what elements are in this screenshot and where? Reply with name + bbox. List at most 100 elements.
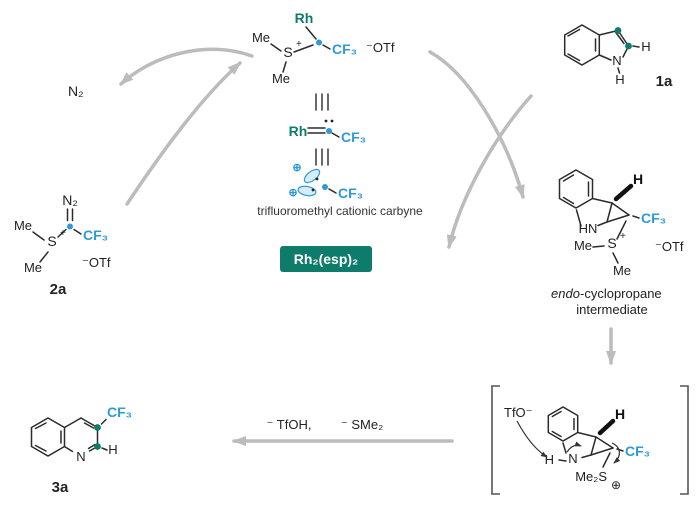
- cycle-arrow-to-cyclopropane: [428, 50, 525, 199]
- plus-charge: +: [60, 228, 66, 239]
- double-bond-line: [34, 444, 47, 452]
- structure-bracketed-intermediate: TfO⁻ N H H CF₃ Me₂S ⊕: [491, 385, 689, 495]
- c2-position-dot: [94, 443, 101, 450]
- bond-c-s: [616, 220, 627, 240]
- c3-position-dot: [94, 424, 101, 431]
- ring-bond: [575, 209, 582, 227]
- pyrrole-bond: [598, 54, 612, 61]
- resonance-triple-bars-bottom: [315, 148, 329, 166]
- diazo-n2-label: N₂: [62, 192, 78, 208]
- benzene-ring: [30, 417, 66, 457]
- sulfur-label: S: [283, 44, 292, 60]
- otf-counterion-label: ⁻OTf: [82, 255, 111, 270]
- bond-c-s: [602, 452, 611, 468]
- plus-charge: +: [620, 231, 626, 242]
- c3-position-dot: [614, 27, 622, 34]
- sulfur-label: S: [607, 235, 616, 251]
- mechanism-arrow-n-to-ring: [566, 441, 582, 453]
- endo-caption-italic: endo: [551, 286, 580, 301]
- ring-bond: [597, 221, 608, 227]
- released-n2-label: N₂: [68, 83, 84, 99]
- me-bottom-label: Me: [272, 71, 290, 86]
- wedge-bond-h: [613, 183, 634, 202]
- c2-hydrogen-label: H: [641, 39, 650, 54]
- me-left-label: Me: [574, 238, 592, 253]
- c2-hydrogen-label: H: [108, 442, 117, 457]
- bond-s-c: [293, 44, 314, 53]
- sulfur-label: S: [47, 233, 56, 249]
- bond-me-s: [270, 43, 282, 52]
- electron-dot: [330, 119, 334, 123]
- cycle-arrow-2a-entry: [125, 61, 242, 206]
- pyridine-bond: [63, 417, 82, 429]
- double-bond-line: [562, 196, 575, 205]
- bond-s-me: [612, 252, 619, 264]
- structure-endo-cyclopropane: HN H CF₃ S + Me Me ⁻OTf endo -cyclopropa…: [551, 169, 684, 317]
- ylide-carbon-dot: [316, 39, 322, 46]
- wedge-hydrogen-label: H: [615, 406, 625, 422]
- cyclopropane-bond: [611, 202, 630, 216]
- cf3-label: CF₃: [83, 227, 108, 243]
- bond-s-me: [39, 251, 49, 263]
- otf-counterion-label: ⁻OTf: [655, 239, 684, 254]
- double-bond-line: [562, 174, 575, 182]
- arrow-label-minus-sme2: ⁻ SMe₂: [341, 417, 383, 432]
- structure-rh-carbene: Rh CF₃: [289, 119, 366, 145]
- catalyst-label: Rh₂(esp)₂: [294, 251, 359, 267]
- cycle-arrow-1a-entry: [446, 94, 533, 249]
- me2s-label: Me₂S: [575, 469, 607, 484]
- cyclopropane-bond: [590, 447, 614, 456]
- compound-1a-label: 1a: [656, 73, 673, 90]
- circled-plus-charge: ⊕: [292, 162, 301, 174]
- compound-3a-label: 3a: [52, 479, 69, 496]
- double-bond-line: [87, 443, 96, 450]
- benzene-ring: [558, 169, 594, 209]
- bond-c3-cf3: [100, 418, 107, 425]
- resonance-triple-bars-top: [315, 93, 329, 111]
- double-bond-line: [567, 53, 581, 62]
- bond-n-h: [617, 67, 621, 74]
- electron-dot: [315, 177, 319, 181]
- tfo-anion-label: TfO⁻: [504, 405, 533, 420]
- double-bond-line: [83, 422, 95, 429]
- bond-c-cf3: [322, 44, 331, 50]
- cf3-label: CF₃: [641, 210, 666, 226]
- bond-h-n: [558, 459, 567, 462]
- bond-c-cf3: [632, 215, 640, 219]
- endo-caption-line2: intermediate: [576, 302, 648, 317]
- cf3-label: CF₃: [338, 185, 363, 201]
- mechanism-arrow-cs-to-s: [611, 442, 621, 464]
- ring-bond: [576, 431, 597, 438]
- mechanism-arrow-tfo-to-h: [516, 420, 548, 458]
- nitrogen-label: N: [76, 449, 85, 464]
- structure-1a-indole: N H H 1a: [563, 24, 673, 90]
- ring-bond: [581, 454, 592, 459]
- electron-dot: [324, 119, 328, 123]
- pyridine-bond: [63, 445, 74, 453]
- nh-hydrogen-label: H: [545, 452, 554, 467]
- double-bond-line: [34, 422, 47, 430]
- rh-label: Rh: [289, 123, 308, 139]
- catalytic-cycle-arrows: [119, 47, 616, 446]
- bond-c-cf3: [328, 188, 337, 194]
- bond-c-cf3: [616, 448, 624, 452]
- compound-2a-label: 2a: [50, 281, 67, 298]
- orbital-lobe: [303, 168, 321, 184]
- nitrogen-label: N: [612, 53, 621, 68]
- bond-c2-h: [101, 447, 108, 451]
- carbyne-carbon-dot: [322, 184, 328, 190]
- me-top-label: Me: [252, 30, 270, 45]
- carbyne-caption: trifluoromethyl cationic carbyne: [257, 204, 423, 218]
- benzene-ring: [563, 24, 601, 66]
- cf3-label: CF₃: [341, 129, 366, 145]
- wedge-hydrogen-label: H: [633, 171, 643, 187]
- ring-bond: [606, 202, 613, 223]
- nh-hydrogen-label: H: [615, 72, 624, 87]
- structure-cationic-carbyne: ⊕ ⊕ CF₃ trifluoromethyl cationic carbyne: [257, 162, 423, 218]
- circled-plus-charge: ⊕: [288, 187, 297, 199]
- me-bottom-label: Me: [24, 260, 42, 275]
- endo-caption-rest: -cyclopropane: [580, 286, 662, 301]
- catalyst-box-bg: [280, 246, 372, 272]
